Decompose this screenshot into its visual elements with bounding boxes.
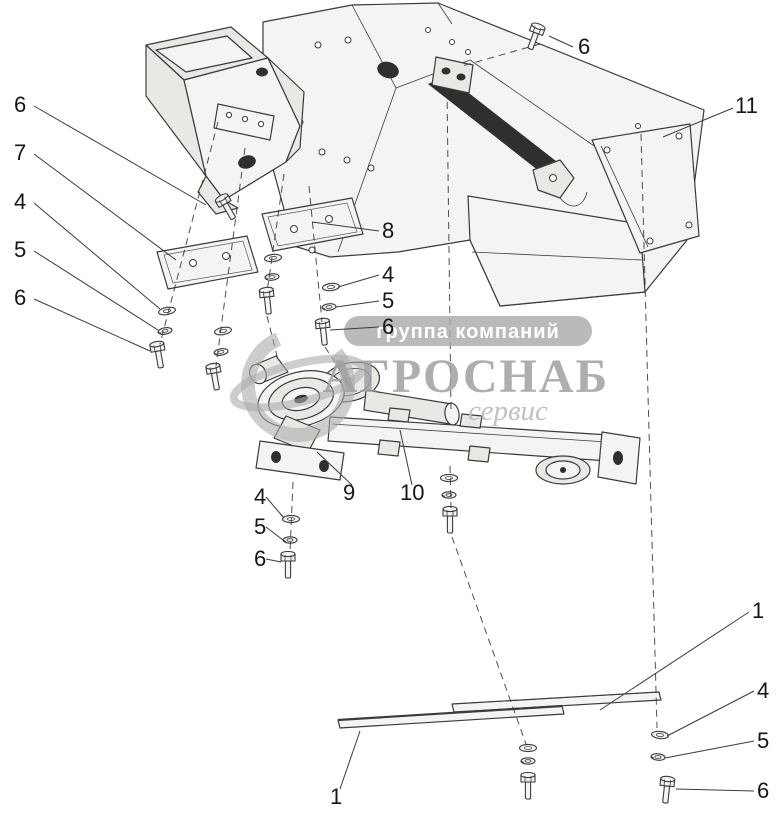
watermark-sub-text: сервис (468, 395, 548, 427)
hex-bolt (258, 286, 277, 316)
deflector-housing (145, 26, 305, 223)
hex-bolt (314, 317, 333, 347)
spring-washer (157, 326, 173, 336)
spring-washer (441, 491, 457, 499)
callout-8: 8 (382, 218, 394, 243)
callout-4-gearbox: 4 (254, 484, 266, 509)
callout-4-bottom-right: 4 (757, 678, 769, 703)
callout-6-left-lower: 6 (14, 285, 26, 310)
callout-6-center: 6 (382, 314, 394, 339)
hardware-set-left-inner (204, 325, 233, 392)
spring-washer (213, 347, 229, 357)
spring-washer (264, 272, 280, 282)
callout-leader-lines (33, 35, 755, 792)
hex-bolt (657, 775, 676, 805)
callout-4-center: 4 (382, 262, 394, 287)
hardware-set-center-left (258, 252, 283, 316)
callout-6-top: 6 (578, 34, 590, 59)
knife-strip-lower (337, 704, 565, 729)
spring-washer (650, 752, 666, 762)
watermark-brand-text: АГРОСНАБ (323, 350, 610, 403)
callout-6-gearbox: 6 (254, 546, 266, 571)
watermark: группа компаний АГРОСНАБ сервис (229, 316, 610, 442)
hex-bolt (520, 771, 536, 800)
housing-mount-bracket (213, 103, 275, 141)
frame-hole (377, 61, 399, 79)
hardware-set-center-right (314, 281, 341, 347)
hex-bolt (442, 505, 458, 534)
callout-5-bottom-right: 5 (757, 728, 769, 753)
flat-washer (213, 325, 233, 337)
callout-7: 7 (14, 140, 26, 165)
hex-bolt (204, 361, 225, 392)
callout-11: 11 (735, 93, 758, 118)
rail-clamp-10 (387, 407, 411, 423)
hardware-set-bottom-middle (518, 743, 538, 800)
flat-washer (650, 729, 670, 741)
callout-6-bottom-right: 6 (757, 778, 769, 803)
hardware-set-left-outer (148, 305, 177, 370)
callout-1-bottom-left: 1 (330, 784, 342, 809)
callouts: 6 11 6 7 4 5 6 8 4 5 6 9 10 4 5 6 1 4 5 … (14, 34, 769, 809)
watermark-band (344, 316, 592, 346)
callout-5-gearbox: 5 (254, 514, 266, 539)
flat-washer (263, 252, 283, 264)
callout-10: 10 (400, 480, 424, 505)
belt-slot (428, 76, 570, 182)
watermark-band-text: группа компаний (376, 321, 560, 343)
flat-washer (518, 743, 538, 753)
watermark-logo-icon (229, 328, 367, 442)
flat-washer (157, 305, 177, 317)
latch-lever (532, 159, 588, 207)
spring-washer (520, 757, 536, 765)
roller (535, 455, 591, 485)
hardware-set-bottom-right (650, 729, 676, 805)
callout-4-left: 4 (14, 189, 26, 214)
callout-1-right: 1 (752, 598, 764, 623)
hinge-bracket (431, 56, 474, 94)
assembly-axis-lines (159, 43, 658, 745)
flat-washer (439, 473, 459, 483)
hex-bolt (280, 550, 296, 579)
spring-washer (321, 302, 337, 312)
callout-5-center: 5 (382, 288, 394, 313)
rail-end-plate (597, 431, 641, 485)
cutterbar-rail (327, 407, 641, 485)
callout-9: 9 (343, 480, 355, 505)
hex-bolt (148, 339, 169, 370)
flat-washer (321, 281, 341, 293)
mounting-shoe-9 (255, 440, 345, 481)
callout-6-left-upper: 6 (14, 92, 26, 117)
callout-5-left: 5 (14, 237, 26, 262)
plate-7 (156, 235, 259, 290)
deflector-skirt (467, 195, 646, 307)
side-flap-11 (591, 123, 700, 254)
hardware-set-under-rail (439, 473, 459, 534)
